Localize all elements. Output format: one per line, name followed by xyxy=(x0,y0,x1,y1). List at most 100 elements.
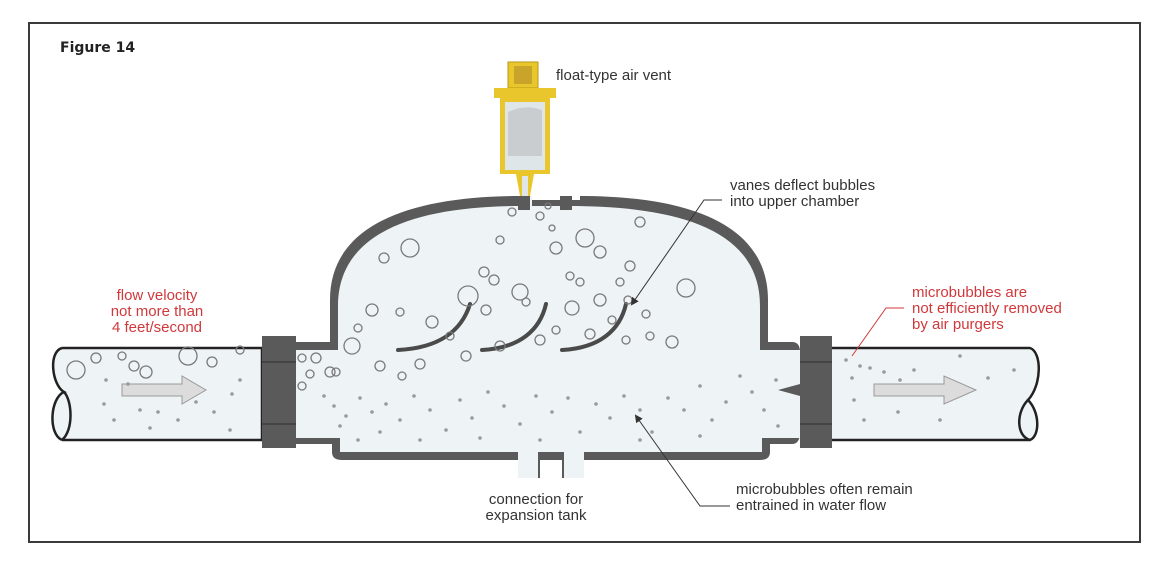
microbubble xyxy=(230,392,234,396)
bubble xyxy=(297,353,307,363)
bubble xyxy=(676,278,696,298)
vane xyxy=(480,302,548,352)
bubble xyxy=(584,328,596,340)
bubble xyxy=(353,323,363,333)
microbubble xyxy=(322,394,326,398)
bubble xyxy=(400,238,420,258)
label-microbubbles-remain-line-2: entrained in water flow xyxy=(736,497,887,514)
microbubble xyxy=(502,404,506,408)
microbubble xyxy=(518,422,522,426)
bubble xyxy=(575,277,585,287)
bubble xyxy=(565,271,575,281)
microbubble xyxy=(738,374,742,378)
leader-line-microbubbles-purgers xyxy=(851,307,904,357)
bubble xyxy=(495,235,505,245)
bubble xyxy=(460,350,472,362)
microbubble xyxy=(418,438,422,442)
bubble xyxy=(139,365,153,379)
label-flow-velocity-line-2: not more than xyxy=(110,303,204,320)
bubble xyxy=(615,277,625,287)
label-microbubbles-remain-line-1: microbubbles often remain xyxy=(736,481,913,498)
microbubble xyxy=(594,402,598,406)
label-expansion-tank-line-1: connection for xyxy=(488,491,584,508)
microbubble xyxy=(724,400,728,404)
microbubble xyxy=(212,410,216,414)
microbubble xyxy=(844,358,848,362)
microbubble xyxy=(858,364,862,368)
deflector-vanes xyxy=(396,302,628,352)
microbubble xyxy=(148,426,152,430)
microbubble xyxy=(194,400,198,404)
bubble xyxy=(624,260,636,272)
microbubble xyxy=(126,382,130,386)
microbubble xyxy=(986,376,990,380)
bubble xyxy=(310,352,322,364)
bubble xyxy=(593,245,607,259)
bubble xyxy=(534,334,546,346)
microbubble xyxy=(852,398,856,402)
microbubble xyxy=(638,408,642,412)
microbubble xyxy=(176,418,180,422)
bubble xyxy=(178,346,198,366)
microbubble xyxy=(850,376,854,380)
bubble xyxy=(544,202,552,210)
microbubble xyxy=(356,438,360,442)
microbubble xyxy=(762,408,766,412)
microbubble xyxy=(378,430,382,434)
microbubble xyxy=(698,434,702,438)
microbubble xyxy=(550,410,554,414)
bubble xyxy=(235,345,245,355)
bubble xyxy=(564,300,580,316)
bubble xyxy=(507,207,517,217)
bubble xyxy=(488,274,500,286)
microbubble xyxy=(428,408,432,412)
microbubble xyxy=(102,402,106,406)
bubble xyxy=(551,325,561,335)
label-vanes-line-2: into upper chamber xyxy=(730,193,860,210)
microbubble xyxy=(774,378,778,382)
microbubble xyxy=(698,384,702,388)
microbubble xyxy=(332,404,336,408)
microbubble xyxy=(138,408,142,412)
microbubble xyxy=(666,396,670,400)
leader-line-vanes xyxy=(630,199,722,306)
microbubble xyxy=(458,398,462,402)
microbubble xyxy=(566,396,570,400)
bubble xyxy=(66,360,86,380)
label-air-vent: float-type air vent xyxy=(556,67,672,84)
bubble xyxy=(457,285,479,307)
figure-title: Figure 14 xyxy=(60,40,136,56)
bubble xyxy=(621,335,631,345)
bubble xyxy=(414,358,426,370)
vane xyxy=(560,302,628,352)
vane xyxy=(396,302,472,352)
microbubble xyxy=(882,370,886,374)
microbubble xyxy=(912,368,916,372)
bubble xyxy=(395,307,405,317)
microbubble xyxy=(238,378,242,382)
bubble xyxy=(548,224,556,232)
flow-arrow-inlet xyxy=(121,375,207,405)
bubble xyxy=(297,381,307,391)
bubble xyxy=(305,369,315,379)
microbubble xyxy=(650,430,654,434)
bubble xyxy=(478,266,490,278)
bubble xyxy=(521,297,531,307)
bubble xyxy=(128,360,140,372)
microbubble xyxy=(938,418,942,422)
bubble xyxy=(90,352,102,364)
microbubble xyxy=(156,410,160,414)
microbubble xyxy=(608,416,612,420)
microbubble xyxy=(228,428,232,432)
label-microbubbles-not-removed-line-3: by air purgers xyxy=(912,316,1004,333)
bubble xyxy=(331,367,341,377)
microbubble xyxy=(896,410,900,414)
microbubble xyxy=(370,410,374,414)
microbubble xyxy=(682,408,686,412)
bubble xyxy=(378,252,390,264)
label-microbubbles-not-removed-line-1: microbubbles are xyxy=(912,284,1028,301)
microbubble xyxy=(862,418,866,422)
air-bubbles xyxy=(66,202,696,391)
bubble xyxy=(607,315,617,325)
